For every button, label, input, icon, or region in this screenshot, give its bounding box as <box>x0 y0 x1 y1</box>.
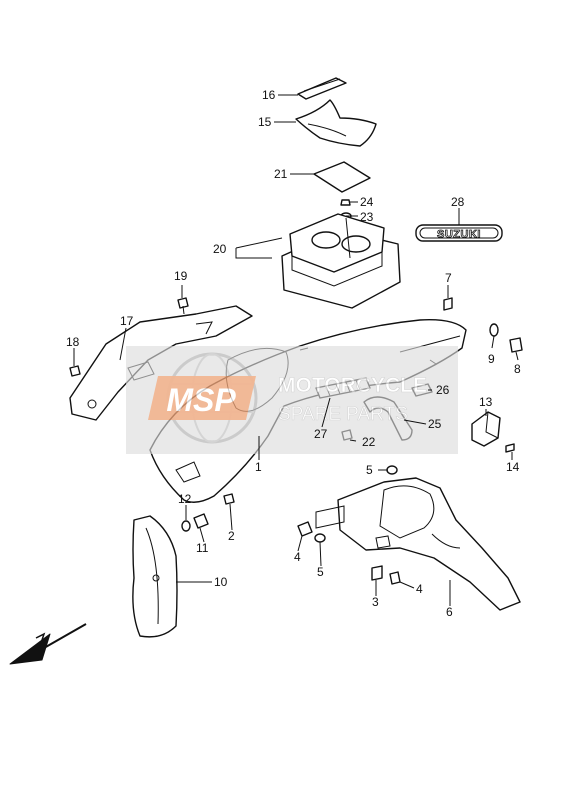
callout-3: 3 <box>372 595 379 609</box>
part-14-screw <box>505 443 515 453</box>
part-24-nut <box>340 199 351 206</box>
callout-4a: 4 <box>294 550 301 564</box>
part-7-nut <box>443 297 453 311</box>
part-18-bolt <box>69 365 81 377</box>
part-5a-washer <box>314 533 326 543</box>
callout-26: 26 <box>436 383 450 397</box>
callout-22: 22 <box>362 435 376 449</box>
watermark-line1: MOTORCYCLE <box>278 374 427 397</box>
part-12-washer <box>181 520 191 532</box>
callout-15: 15 <box>258 115 272 129</box>
callout-18: 18 <box>66 335 80 349</box>
part-10-mud-flap <box>132 515 178 638</box>
part-9-washer <box>489 323 499 337</box>
callout-6: 6 <box>446 605 453 619</box>
part-15-cover <box>295 99 377 147</box>
callout-8: 8 <box>514 362 521 376</box>
callout-7: 7 <box>445 271 452 285</box>
part-13-bracket <box>471 411 501 447</box>
callout-21: 21 <box>274 167 288 181</box>
callout-12: 12 <box>178 492 192 506</box>
part-3-nut <box>371 565 383 581</box>
callout-20: 20 <box>213 242 227 256</box>
callout-4b: 4 <box>416 582 423 596</box>
callout-27: 27 <box>314 427 328 441</box>
callout-5b: 5 <box>317 565 324 579</box>
callout-9: 9 <box>488 352 495 366</box>
callout-24: 24 <box>360 195 374 209</box>
callout-5a: 5 <box>366 463 373 477</box>
watermark-logo-box <box>148 376 256 420</box>
part-6-lower-fender <box>315 477 521 611</box>
part-28-emblem: SUZUKI <box>415 224 503 242</box>
callout-1: 1 <box>255 460 262 474</box>
callout-25: 25 <box>428 417 442 431</box>
callout-28: 28 <box>451 195 465 209</box>
arrow-down-left-icon <box>9 623 87 665</box>
part-4b-bolt <box>389 571 401 585</box>
part-16-strap <box>297 77 347 100</box>
callout-19: 19 <box>174 269 188 283</box>
callout-numbers: 16 15 21 24 23 20 28 19 17 18 7 9 8 26 1… <box>66 88 521 619</box>
callout-23: 23 <box>360 210 374 224</box>
part-11-bolt <box>193 513 209 529</box>
callout-13: 13 <box>479 395 493 409</box>
callout-2: 2 <box>228 529 235 543</box>
watermark-logo-text: MSP <box>166 382 236 418</box>
watermark-line2: SPARE PARTS <box>278 404 408 425</box>
callout-11: 11 <box>196 541 209 555</box>
watermark: MSP MOTORCYCLE SPARE PARTS <box>126 346 458 454</box>
part-4a-bolt <box>297 521 313 537</box>
part-5b-washer <box>386 465 398 475</box>
part-8-bolt <box>509 337 523 353</box>
part-2-bolt <box>223 493 235 505</box>
callout-16: 16 <box>262 88 276 102</box>
emblem-text: SUZUKI <box>437 229 481 241</box>
callout-10: 10 <box>214 575 228 589</box>
part-21-pad <box>313 161 371 193</box>
callout-14: 14 <box>506 460 520 474</box>
part-20-toolbox <box>281 213 401 309</box>
leader-lines <box>73 94 519 606</box>
callout-17: 17 <box>120 314 134 328</box>
part-19-bolt <box>177 297 189 315</box>
